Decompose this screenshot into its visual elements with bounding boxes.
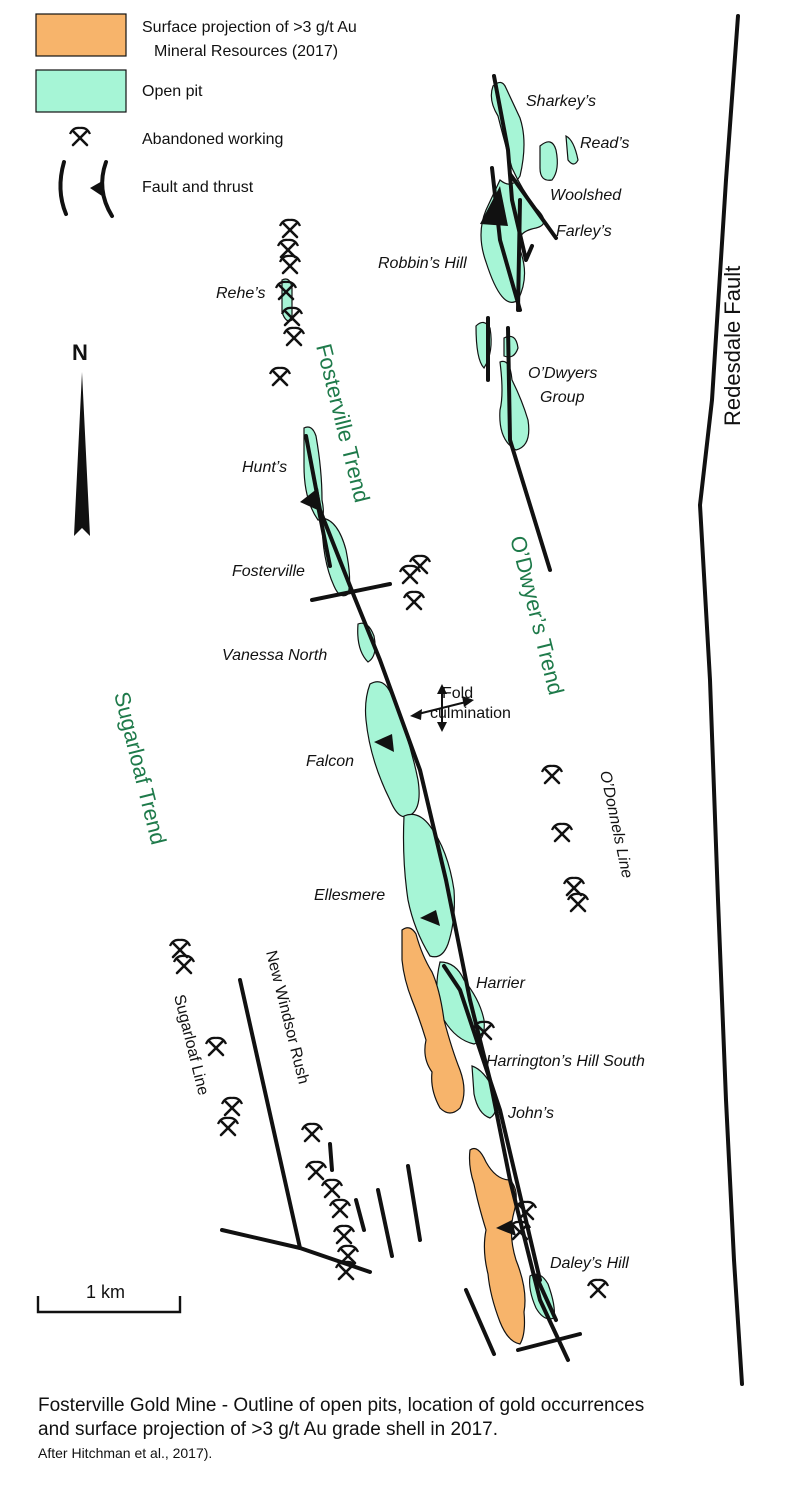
legend-resources-swatch [35, 13, 127, 57]
abandoned-working-icon [276, 238, 300, 259]
legend-abandoned-working-label: Abandoned working [142, 131, 283, 148]
abandoned-working-icon [168, 938, 192, 959]
caption-line-3: After Hitchman et al., 2017). [38, 1445, 213, 1461]
label-odwyers-trend: O’Dwyer’s Trend [505, 533, 569, 697]
label-harrier: Harrier [476, 975, 526, 992]
abandoned-working-icon [586, 1278, 610, 1299]
redesdale-fault-line [698, 14, 744, 1386]
legend-abandoned-working-icon [68, 126, 92, 147]
label-reads: Read’s [580, 135, 630, 152]
resource-shells [401, 927, 526, 1345]
place-labels: Sharkey’s Read’s Woolshed Farley’s Robbi… [170, 93, 645, 1272]
caption-line-2: and surface projection of >3 g/t Au grad… [38, 1419, 499, 1440]
north-arrow: N [72, 340, 90, 536]
label-rehes: Rehe’s [216, 285, 266, 302]
label-fosterville: Fosterville [232, 563, 305, 580]
legend: Surface projection of >3 g/t Au Mineral … [35, 13, 357, 218]
label-odonnels-line: O’Donnels Line [596, 769, 635, 880]
abandoned-working-icon [204, 1036, 228, 1057]
label-redesdale-fault: Redesdale Fault [720, 266, 745, 426]
abandoned-working-icon [332, 1224, 356, 1245]
abandoned-working-icon [566, 892, 590, 913]
label-robbins-hill: Robbin’s Hill [378, 255, 467, 272]
caption-line-1: Fosterville Gold Mine - Outline of open … [38, 1395, 645, 1416]
label-daleys-hill: Daley’s Hill [550, 1255, 629, 1272]
abandoned-working-icon [282, 326, 306, 347]
label-sugarloaf-trend: Sugarloaf Trend [109, 689, 171, 847]
abandoned-working-icon [562, 876, 586, 897]
north-arrow-icon [74, 372, 90, 536]
legend-fault-label: Fault and thrust [142, 179, 254, 196]
label-new-windsor-rush: New Windsor Rush [262, 949, 312, 1086]
label-sugarloaf-line: Sugarloaf Line [170, 993, 211, 1097]
abandoned-working-icon [304, 1160, 328, 1181]
label-sharkeys: Sharkey’s [526, 93, 596, 110]
abandoned-working-icon [278, 218, 302, 239]
legend-open-pit-swatch [35, 69, 127, 113]
north-label: N [72, 340, 88, 365]
abandoned-working-icon [328, 1198, 352, 1219]
label-johns: John’s [507, 1105, 554, 1122]
label-woolshed: Woolshed [550, 187, 622, 204]
abandoned-working-icon [550, 822, 574, 843]
fold-culmination-symbol [410, 684, 474, 732]
label-odwyers-group-1: O’Dwyers [528, 365, 597, 382]
label-falcon: Falcon [306, 753, 354, 770]
label-odwyers-group-2: Group [540, 389, 585, 406]
abandoned-working-icon [540, 764, 564, 785]
legend-open-pit-label: Open pit [142, 83, 203, 100]
abandoned-working-icon [220, 1096, 244, 1117]
legend-resources-label-2: Mineral Resources (2017) [154, 43, 338, 60]
label-farleys: Farley’s [556, 223, 612, 240]
label-ellesmere: Ellesmere [314, 887, 385, 904]
label-fold-2: culmination [430, 705, 511, 722]
scale-bar: 1 km [36, 1282, 182, 1314]
legend-fault-icon [58, 160, 114, 218]
legend-resources-label-1: Surface projection of >3 g/t Au [142, 19, 357, 36]
abandoned-working-icon [216, 1116, 240, 1137]
label-vanessa-north: Vanessa North [222, 647, 327, 664]
label-harringtons: Harrington’s Hill South [486, 1053, 645, 1070]
abandoned-working-icon [402, 590, 426, 611]
abandoned-working-icon [172, 954, 196, 975]
figure-caption: Fosterville Gold Mine - Outline of open … [38, 1394, 788, 1462]
abandoned-working-icon [268, 366, 292, 387]
label-fold-1: Fold [442, 685, 473, 702]
abandoned-working-icon [300, 1122, 324, 1143]
abandoned-working-icon [278, 254, 302, 275]
label-hunts: Hunt’s [242, 459, 287, 476]
abandoned-working-icon [320, 1178, 344, 1199]
fault-lines [220, 74, 582, 1362]
scale-label: 1 km [86, 1282, 125, 1302]
